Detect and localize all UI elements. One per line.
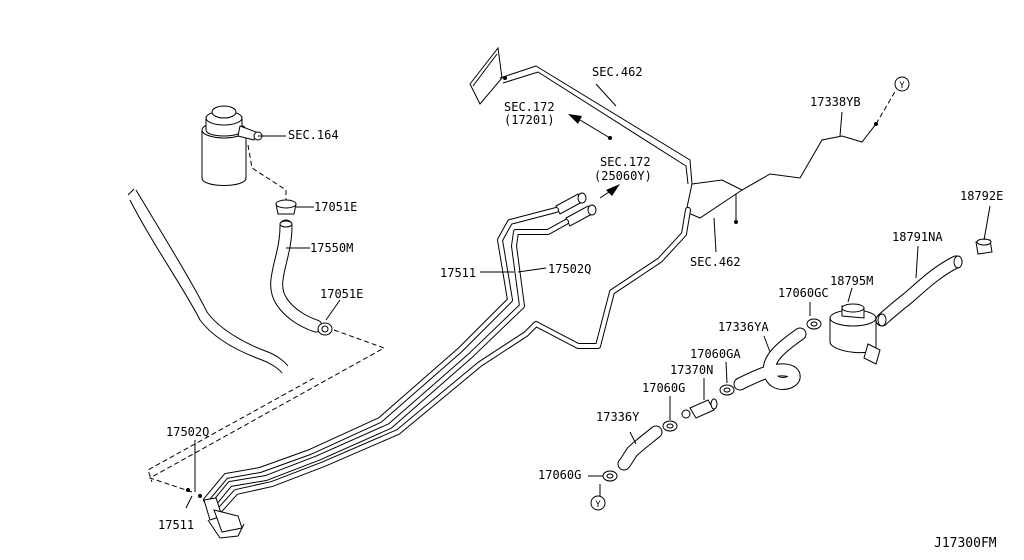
label-17060gc: 17060GC <box>778 286 829 300</box>
label-17060g-lower: 17060G <box>538 468 581 482</box>
label-17051e-mid: 17051E <box>320 287 363 301</box>
ref-y-bottom-icon: Y <box>590 484 606 511</box>
label-17511-low: 17511 <box>158 518 194 532</box>
clamp-17051e-top <box>275 199 297 215</box>
main-fuel-tubes <box>203 207 691 515</box>
label-18795m: 18795M <box>830 274 873 288</box>
label-sec172-b-sub: (25060Y) <box>594 169 652 183</box>
label-17511-mid: 17511 <box>440 266 476 280</box>
label-sec172-b: SEC.172 <box>600 155 651 169</box>
label-17550m: 17550M <box>310 241 353 255</box>
clamp-17060g-lower <box>602 470 618 482</box>
clamp-17051e-mid <box>317 322 333 336</box>
label-18792e: 18792E <box>960 189 1003 203</box>
label-17502q-mid: 17502Q <box>548 262 591 276</box>
label-sec172-a-sub: (17201) <box>504 113 555 127</box>
tube-connectors-lower <box>186 488 245 539</box>
part-labels: SEC.164 17051E 17550M 17051E SEC.462 SEC… <box>158 65 1003 551</box>
clamp-17060g-upper <box>662 420 678 432</box>
label-17336y: 17336Y <box>596 410 640 424</box>
bracket-sec462 <box>469 46 897 224</box>
clamp-17060ga <box>719 384 735 396</box>
hose-17550m <box>270 219 323 333</box>
hose-17336ya <box>733 327 807 391</box>
label-17502q-low: 17502Q <box>166 425 209 439</box>
label-sec172-a: SEC.172 <box>504 100 555 114</box>
fuel-filter-assembly <box>201 105 263 186</box>
sec172-arrows <box>568 114 620 199</box>
label-sec462-top: SEC.462 <box>592 65 643 79</box>
canister-18795m <box>829 303 881 365</box>
hose-18791na <box>875 255 963 327</box>
label-17336ya: 17336YA <box>718 320 769 334</box>
clamp-17060gc <box>806 318 822 330</box>
label-sec462-bottom: SEC.462 <box>690 255 741 269</box>
label-17060g-upper: 17060G <box>642 381 685 395</box>
label-sec164: SEC.164 <box>288 128 339 142</box>
label-17051e-top: 17051E <box>314 200 357 214</box>
label-18791na: 18791NA <box>892 230 943 244</box>
ref-y-top-text: Y <box>899 81 905 91</box>
label-17060ga: 17060GA <box>690 347 741 361</box>
leader-lines <box>185 83 991 509</box>
body-frame-outline <box>127 188 289 374</box>
label-17370n: 17370N <box>670 363 713 377</box>
dashed-leader-lines <box>147 144 386 493</box>
ref-y-top-icon: Y <box>894 76 910 92</box>
diagram-id: J17300FM <box>934 536 997 551</box>
hose-17336y <box>617 425 663 471</box>
plug-18792e <box>975 238 993 255</box>
ref-y-bottom-text: Y <box>595 500 601 510</box>
label-17338yb: 17338YB <box>810 95 861 109</box>
valve-17370n <box>681 398 718 419</box>
